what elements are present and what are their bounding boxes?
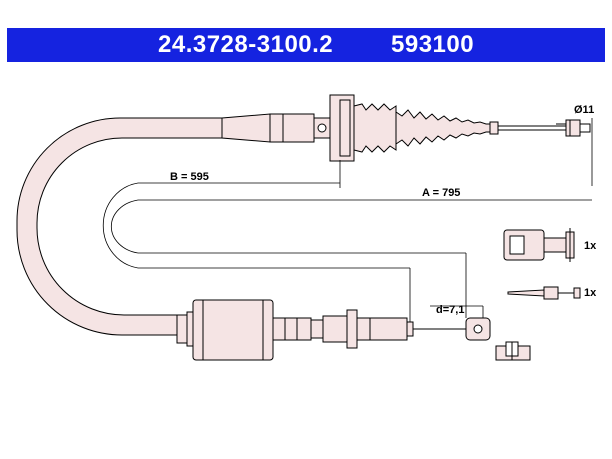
dimension-b-label: B = 595: [170, 171, 209, 183]
lower-fitting: [176, 299, 491, 361]
article-code: 593100: [391, 31, 475, 58]
cable-tie-icon: [507, 286, 581, 300]
title-bar: 24.3728-3100.2 593100: [7, 28, 605, 62]
diameter-label: Ø11: [574, 104, 594, 116]
dimension-loop: [102, 182, 139, 269]
tie-quantity: 1x: [584, 287, 597, 299]
dimension-a-label: A = 795: [422, 187, 460, 199]
clevis-quantity: 1x: [584, 240, 597, 252]
part-number: 24.3728-3100.2: [158, 31, 334, 58]
clip-part-icon: [495, 341, 531, 361]
clevis-part-icon: [503, 228, 575, 262]
upper-fitting: [221, 94, 591, 162]
dimension-lines: [138, 160, 592, 330]
dimension-d-label: d=7,1: [436, 304, 464, 316]
outer-cable-fill: [17, 118, 222, 335]
